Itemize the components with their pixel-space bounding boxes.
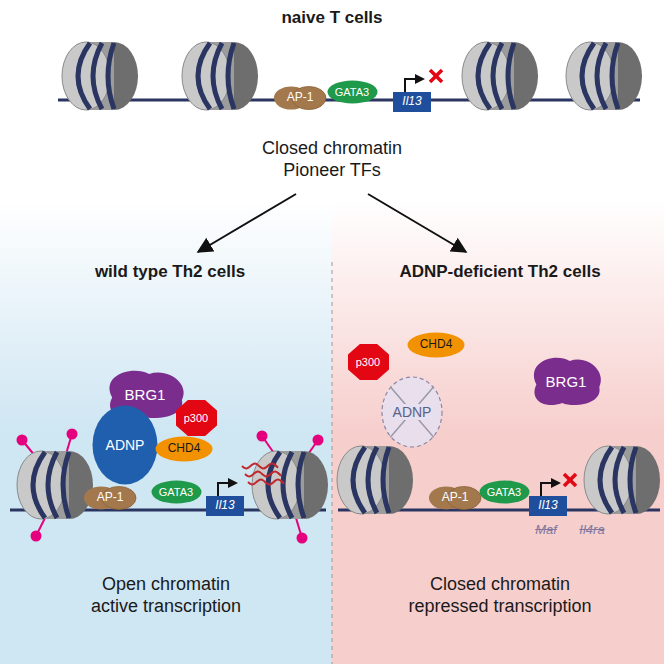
- transcription-arrow: [218, 483, 236, 496]
- transcription-arrow: [541, 483, 559, 496]
- histone-mark: [67, 429, 78, 440]
- nucleosome: [182, 42, 258, 110]
- node-label: ADNP: [106, 437, 145, 453]
- divider: [332, 262, 333, 664]
- protein-node: AP-1: [84, 486, 136, 510]
- transcript-wave: [248, 480, 284, 485]
- background-panel: [332, 190, 664, 664]
- node-label: GATA3: [487, 486, 521, 499]
- node-label: BRG1: [125, 386, 166, 403]
- gene-name: Il4ra: [578, 522, 606, 538]
- gene-name: Maf: [534, 522, 558, 538]
- transcript-wave: [245, 472, 281, 477]
- protein-node: GATA3: [151, 480, 202, 504]
- nucleosome: [17, 451, 93, 519]
- panel-heading: wild type Th2 cells: [94, 262, 247, 282]
- protein-node: ADNP: [92, 405, 158, 485]
- transcript-wave: [242, 464, 278, 469]
- node-label: AP-1: [287, 91, 314, 105]
- node-label: Il13: [215, 499, 234, 513]
- node-label: GATA3: [159, 486, 193, 499]
- protein-node: Il13: [393, 92, 431, 112]
- nucleosome: [462, 42, 538, 110]
- state-caption: Closed chromatin Pioneer TFs: [261, 138, 404, 181]
- protein-node: GATA3: [327, 80, 378, 104]
- node-label: Il13: [538, 499, 557, 513]
- transcription-arrow: [405, 79, 423, 92]
- node-label: AP-1: [97, 491, 124, 505]
- node-label: GATA3: [335, 86, 369, 99]
- protein-node: GATA3: [479, 480, 530, 504]
- repression-x: [564, 474, 576, 486]
- protein-node: ADNP: [381, 376, 443, 448]
- histone-mark: [31, 531, 42, 542]
- nucleosome: [62, 42, 138, 110]
- nucleosome: [584, 446, 660, 514]
- panel-heading: naive T cells: [280, 8, 384, 28]
- node-label: CHD4: [168, 442, 201, 456]
- protein-node: CHD4: [407, 332, 465, 358]
- histone-mark: [313, 435, 324, 446]
- state-caption: Open chromatin active transcription: [89, 574, 243, 617]
- protein-node: Il13: [206, 496, 244, 516]
- flow-arrow: [198, 194, 296, 252]
- nucleosome: [337, 446, 413, 514]
- node-label: Il13: [402, 95, 421, 109]
- histone-mark: [297, 533, 308, 544]
- panel-heading: ADNP-deficient Th2 cells: [398, 262, 602, 282]
- node-label: p300: [184, 412, 208, 425]
- nucleosome: [252, 451, 328, 519]
- node-label: p300: [356, 356, 380, 369]
- node-label: ADNP: [391, 404, 434, 420]
- protein-node: CHD4: [155, 436, 213, 462]
- node-label: CHD4: [420, 338, 453, 352]
- histone-mark: [257, 431, 268, 442]
- protein-node: Il13: [529, 496, 567, 516]
- protein-node: AP-1: [274, 86, 326, 110]
- nucleosome: [566, 42, 642, 110]
- node-label: AP-1: [442, 491, 469, 505]
- state-caption: Closed chromatin repressed transcription: [407, 574, 594, 617]
- flow-arrow: [368, 194, 466, 252]
- protein-node: AP-1: [429, 486, 481, 510]
- protein-node: p300: [176, 400, 217, 436]
- histone-mark: [17, 435, 28, 446]
- background-panel: [0, 190, 332, 664]
- protein-node: BRG1: [529, 357, 603, 407]
- repression-x: [430, 70, 442, 82]
- node-label: BRG1: [546, 373, 587, 390]
- protein-node: p300: [348, 344, 389, 380]
